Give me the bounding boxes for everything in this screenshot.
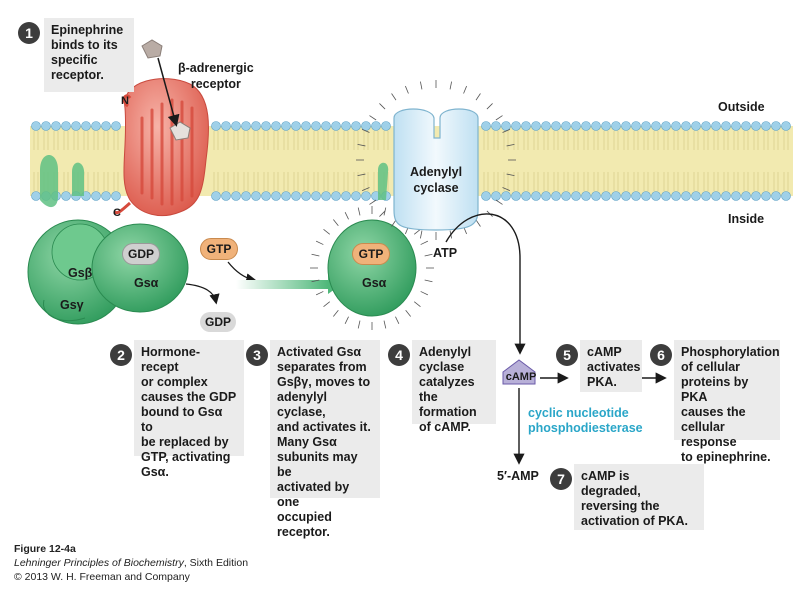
n-terminus-label: N [121,95,129,107]
step-7-number: 7 [550,468,572,490]
step-4-box: Adenylyl cyclase catalyzes the formation… [412,340,496,434]
gdp-bound-pill: GDP [122,243,160,265]
step-3-box: Activated Gsα separates from Gsβγ, moves… [270,340,380,539]
gdp-release-arrow [185,283,220,305]
inside-label: Inside [728,212,765,226]
step-6-box: Phosphorylation of cellular proteins by … [674,340,780,464]
atp-to-camp-arrow [445,213,526,355]
step-5-box: cAMP activates PKA. [580,340,642,392]
gs-alpha-active-label: Gsα [362,276,387,290]
gdp-released-pill: GDP [200,312,236,332]
step-3-number: 3 [246,344,268,366]
epinephrine-molecule [141,39,191,141]
c-terminus-label: C [113,207,121,219]
gtp-binding-arrow [227,261,257,284]
gs-gamma-label: Gsγ [60,298,84,312]
pde-label: cyclic nucleotide phosphodiesterase [528,406,643,435]
step-5-number: 5 [556,344,578,366]
gsa-translocation-arrow [236,275,342,294]
g-protein-complex [27,155,189,325]
activated-gsa [310,162,434,330]
adenylyl-cyclase [356,80,516,240]
step-4-number: 4 [388,344,410,366]
camp-shape [502,359,536,385]
gs-alpha-label: Gsα [134,276,159,290]
beta-adrenergic-receptor [113,78,209,216]
outside-label: Outside [718,100,765,114]
gtp-free-pill: GTP [200,238,238,260]
book-edition: , Sixth Edition [183,557,249,569]
step-2-number: 2 [110,344,132,366]
five-amp-label: 5′-AMP [497,469,539,483]
book-reference: Lehninger Principles of Biochemistry, Si… [14,556,248,570]
step-7-box: cAMP is degraded, reversing the activati… [574,464,704,530]
step-1-number: 1 [18,22,40,44]
receptor-label: β-adrenergic receptor [178,61,254,91]
camp-label: cAMP [505,371,537,383]
gtp-bound-pill: GTP [352,243,390,265]
step-6-number: 6 [650,344,672,366]
atp-label: ATP [433,246,458,260]
book-title: Lehninger Principles of Biochemistry [14,557,184,569]
step-2-box: Hormone-recept or complex causes the GDP… [134,340,244,479]
gs-beta-label: Gsβ [68,266,93,280]
figure-number: Figure 12-4a [14,543,76,555]
copyright-line: © 2013 W. H. Freeman and Company [14,571,190,583]
step-1-box: Epinephrine binds to its specific recept… [44,18,134,92]
adenylyl-cyclase-label: Adenylyl cyclase [409,165,463,195]
